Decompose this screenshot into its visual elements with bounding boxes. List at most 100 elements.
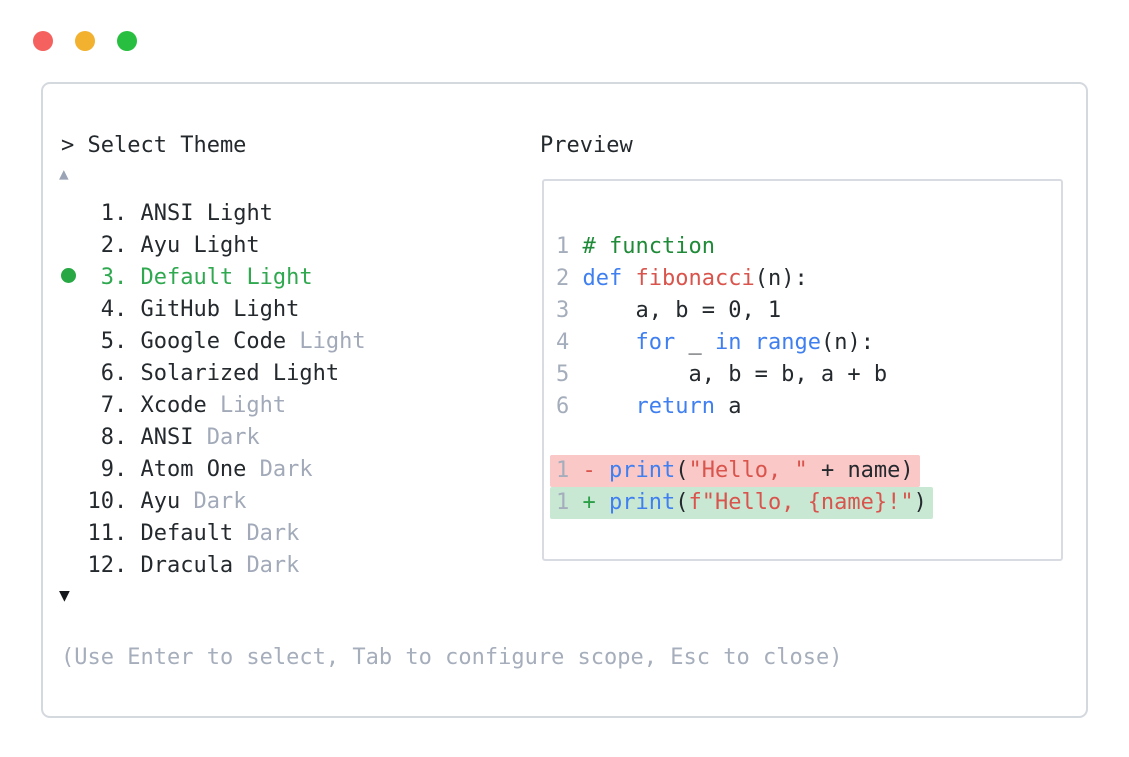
line-number: 6 <box>556 394 570 419</box>
theme-picker-panel: > Select Theme ▲ 1. ANSI Light 2. Ayu Li… <box>41 82 1088 718</box>
code-token-plain: (n): <box>820 330 874 355</box>
code-token-plain: (n): <box>754 266 808 291</box>
window-controls <box>33 31 137 51</box>
item-marker <box>61 390 87 422</box>
item-marker <box>61 230 87 262</box>
theme-item-variant: Light <box>299 329 366 354</box>
blank-line <box>556 423 1061 455</box>
item-marker <box>61 518 87 550</box>
code-token-plain: ( <box>675 490 689 515</box>
code-token-plus: + <box>582 490 609 515</box>
theme-item-number: 11. <box>87 521 128 546</box>
diff-added-line: 1 + print(f"Hello, {name}!") <box>550 487 1061 519</box>
code-token-str: f"Hello, {name}!" <box>688 490 914 515</box>
hint-text: (Use Enter to select, Tab to configure s… <box>61 645 843 670</box>
scroll-up-icon[interactable]: ▲ <box>59 164 69 183</box>
theme-item-number: 8. <box>100 425 128 450</box>
theme-item[interactable]: 10. Ayu Dark <box>61 486 366 518</box>
theme-item-number: 5. <box>100 329 128 354</box>
line-number: 3 <box>556 298 570 323</box>
code-line: 3 a, b = 0, 1 <box>556 295 1061 327</box>
code-line: 5 a, b = b, a + b <box>556 359 1061 391</box>
scroll-down-icon[interactable]: ▼ <box>59 585 70 606</box>
theme-item-label: Default <box>127 265 247 290</box>
theme-item-variant: Light <box>206 201 273 226</box>
theme-item-label: Dracula <box>127 553 247 578</box>
code-token-str: "Hello, " <box>688 458 808 483</box>
code-token-plain: + name) <box>807 458 914 483</box>
code-token-plain: a, b = 0, 1 <box>582 298 782 323</box>
item-marker <box>61 454 87 486</box>
theme-item-variant: Light <box>193 233 260 258</box>
theme-item-variant: Light <box>219 393 287 418</box>
selected-dot-icon <box>61 268 76 283</box>
theme-item-variant: Light <box>233 297 300 322</box>
preview-title: Preview <box>540 133 633 158</box>
item-marker <box>61 294 87 326</box>
theme-item-number: 6. <box>100 361 128 386</box>
selected-indicator <box>61 262 87 294</box>
theme-item[interactable]: 1. ANSI Light <box>61 198 366 230</box>
code-token-plain <box>583 330 636 355</box>
item-marker <box>61 550 87 582</box>
code-token-kw: range <box>754 330 821 355</box>
code-token-plain: _ <box>675 330 715 355</box>
code-token-plain <box>583 394 636 419</box>
theme-item-number: 3. <box>100 265 128 290</box>
maximize-button[interactable] <box>117 31 137 51</box>
theme-item-number: 1. <box>100 201 128 226</box>
theme-item-variant: Dark <box>259 457 313 482</box>
theme-item-label: Xcode <box>127 393 220 418</box>
theme-item[interactable]: 7. Xcode Light <box>61 390 366 422</box>
theme-item[interactable]: 9. Atom One Dark <box>61 454 366 486</box>
code-token-plain: a <box>714 394 742 419</box>
theme-item-number: 7. <box>100 393 128 418</box>
theme-item-label: Default <box>127 521 247 546</box>
code-line: 4 for _ in range(n): <box>556 327 1061 359</box>
close-button[interactable] <box>33 31 53 51</box>
line-number: 1 <box>556 490 570 515</box>
item-marker <box>61 486 87 518</box>
theme-item[interactable]: 6. Solarized Light <box>61 358 366 390</box>
code-token-plain: a, b = b, a + b <box>582 362 888 387</box>
theme-item-number: 12. <box>87 553 128 578</box>
code-token-kw: in <box>714 330 742 355</box>
diff-highlight: 1 - print("Hello, " + name) <box>550 455 920 487</box>
theme-item-number: 10. <box>87 489 128 514</box>
code-token-fn: fibonacci <box>635 266 755 291</box>
code-token-kw: print <box>609 458 676 483</box>
theme-item[interactable]: 12. Dracula Dark <box>61 550 366 582</box>
minimize-button[interactable] <box>75 31 95 51</box>
code-token-kw: return <box>635 394 715 419</box>
code-line: 2 def fibonacci(n): <box>556 263 1061 295</box>
theme-item-number: 4. <box>100 297 128 322</box>
theme-item-label: Ayu <box>127 233 194 258</box>
diff-highlight: 1 + print(f"Hello, {name}!") <box>550 487 933 519</box>
theme-item-label: Solarized <box>127 361 273 386</box>
theme-item-label: Google Code <box>127 329 300 354</box>
theme-item-label: Atom One <box>127 457 260 482</box>
code-token-kw: print <box>609 490 676 515</box>
theme-item[interactable]: 11. Default Dark <box>61 518 366 550</box>
code-token-kw: def <box>582 266 623 291</box>
item-marker <box>61 358 87 390</box>
theme-item-label: GitHub <box>127 297 234 322</box>
code-token-plain <box>741 330 754 355</box>
code-line: 1 # function <box>556 231 1061 263</box>
theme-item[interactable]: 3. Default Light <box>61 262 366 294</box>
code-token-plain: ) <box>913 490 927 515</box>
line-number: 1 <box>556 458 570 483</box>
theme-item[interactable]: 8. ANSI Dark <box>61 422 366 454</box>
line-number: 2 <box>556 266 570 291</box>
code-token-plain <box>622 266 635 291</box>
theme-item[interactable]: 2. Ayu Light <box>61 230 366 262</box>
theme-item[interactable]: 5. Google Code Light <box>61 326 366 358</box>
theme-item[interactable]: 4. GitHub Light <box>61 294 366 326</box>
theme-item-label: Ayu <box>127 489 194 514</box>
theme-item-number: 2. <box>100 233 128 258</box>
item-marker <box>61 422 87 454</box>
line-number: 4 <box>556 330 570 355</box>
